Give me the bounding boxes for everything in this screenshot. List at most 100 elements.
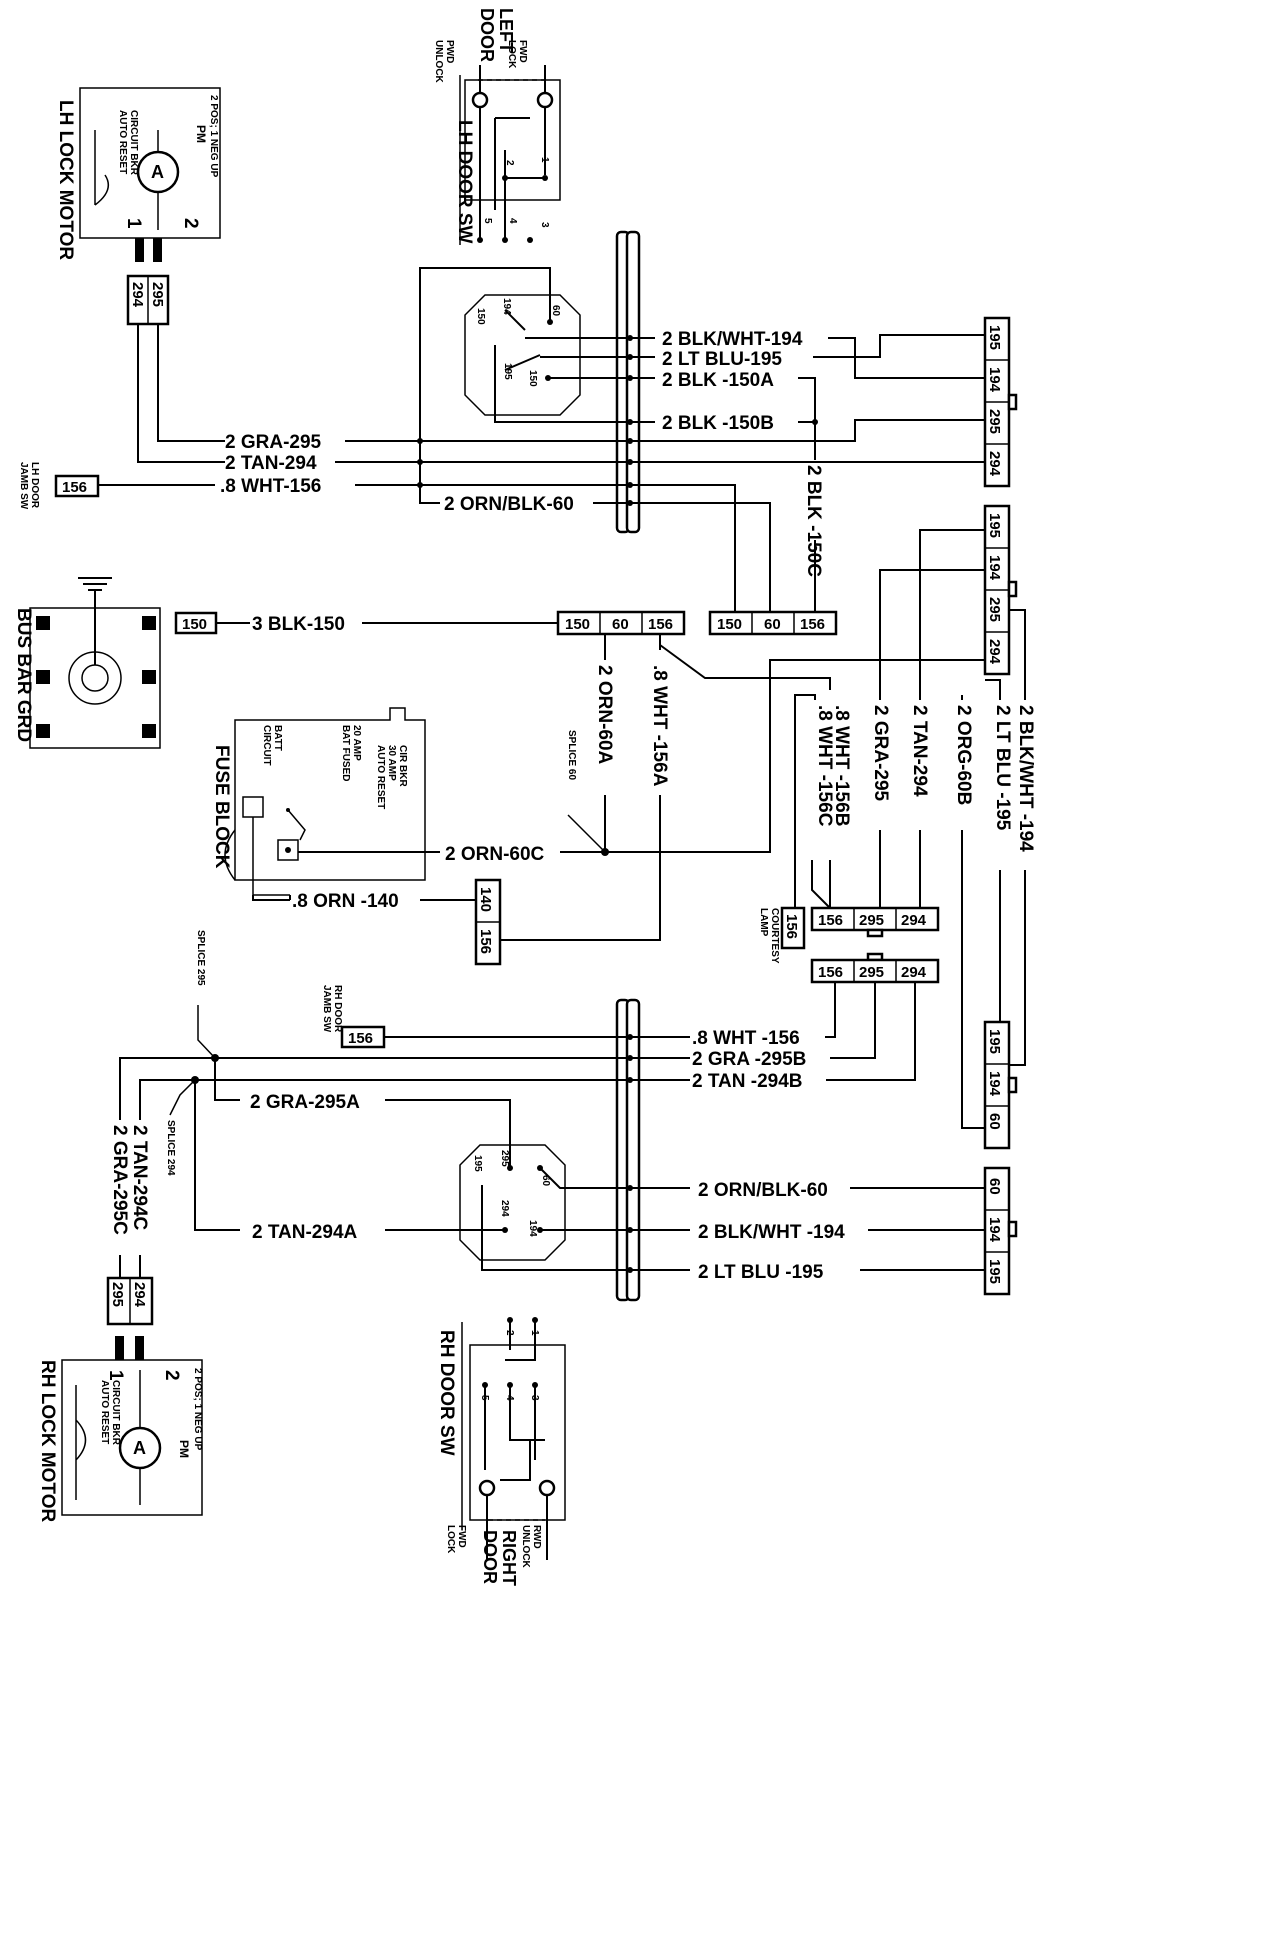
upper-wiring [98, 267, 985, 612]
rh-jamb-label-1: RH DOOR [332, 985, 343, 1033]
fuse-batt-1: BATT [272, 725, 283, 751]
lh-motor-note-4: AUTO RESET [117, 110, 128, 174]
fuse-batt-2: CIRCUIT [261, 725, 272, 766]
wire-label-tan-294-v: 2 TAN-294 [909, 705, 930, 797]
left-door-title-2: DOOR [477, 8, 497, 62]
rlc-194: 194 [986, 1071, 1003, 1097]
rh-motor-note-3: CIRCUIT BKR [110, 1380, 121, 1446]
lh-sw-terminal-4: 4 [507, 218, 518, 224]
rbc-195: 195 [986, 1259, 1003, 1284]
fuse-block-label: FUSE BLOCK [211, 745, 232, 869]
right-top-connector: 195 194 295 294 [983, 316, 1018, 488]
rh-motor-symbol: A [133, 1438, 146, 1458]
wire-label-gra-295c: 2 GRA-295C [109, 1125, 130, 1235]
wire-label-wht-156c: .8 WHT -156C [814, 705, 835, 827]
lh-door-switch: LEFT DOOR FWD LOCK PWD UNLOCK 1 2 3 4 5 … [433, 8, 561, 245]
rh-lock-motor-label: RH LOCK MOTOR [37, 1360, 58, 1522]
splice-60-label: SPLICE 60 [566, 730, 577, 780]
rh-motor-note-2: PM [177, 1440, 191, 1458]
ccb-156: 156 [818, 964, 843, 981]
right-door-unlock-1: RWD [531, 1525, 542, 1549]
center-wiring: 150 3 BLK-150 150 60 156 150 60 156 2 OR… [174, 600, 986, 941]
center-conn-60: 60 [612, 616, 629, 633]
right-conn-150: 150 [717, 616, 742, 633]
wire-label-wht-156a: .8 WHT -156A [649, 665, 670, 787]
lh-switch-pin-60: 60 [550, 305, 561, 317]
rh-motor-conn-295: 295 [109, 1282, 126, 1307]
lh-switch-pin-150b: 150 [527, 370, 538, 387]
wire-label-tan-294: 2 TAN-294 [225, 453, 317, 474]
rtc-195: 195 [986, 325, 1003, 350]
wire-label-gra-295b: 2 GRA -295B [692, 1049, 806, 1070]
rh-lock-motor: A 2 POS; 1 NEG UP PM CIRCUIT BKR AUTO RE… [37, 1359, 203, 1522]
wire-label-wht-156-rh: .8 WHT -156 [692, 1028, 800, 1049]
rh-motor-pin-2: 2 [161, 1370, 182, 1381]
rh-sw-terminal-4: 4 [504, 1395, 515, 1401]
cct-295: 295 [859, 912, 884, 929]
right-door-lock-1: FWD [456, 1525, 467, 1548]
wire-label-orn-60c: 2 ORN-60C [445, 844, 545, 865]
left-door-unlock-2: UNLOCK [433, 40, 444, 84]
lh-sw-terminal-5: 5 [482, 218, 493, 224]
wire-label-blk-150b: 2 BLK -150B [662, 413, 774, 434]
wire-label-tan-294c: 2 TAN-294C [129, 1125, 150, 1231]
rh-sw-terminal-1: 1 [529, 1330, 540, 1336]
splice-294-label: SPLICE 294 [165, 1120, 176, 1176]
wire-label-blk-wht-194: 2 BLK/WHT-194 [662, 329, 803, 350]
lh-switch-pin-150a: 150 [475, 308, 486, 325]
wire-label-wht-156: .8 WHT-156 [220, 476, 321, 497]
courtesy-label-1: COURTESY [769, 908, 780, 964]
wire-label-blk-wht-194-v: 2 BLK/WHT -194 [1015, 705, 1036, 852]
rh-window-switch: 195 295 60 294 194 [459, 1144, 690, 1271]
lh-motor-connector: 295 294 [126, 274, 170, 326]
rh-jamb-conn-156: 156 [348, 1030, 373, 1047]
right-door-unlock-2: UNLOCK [520, 1525, 531, 1569]
rh-sw-terminal-3: 3 [529, 1395, 540, 1401]
fuse-cb-2: 30 AMP [386, 745, 397, 781]
rh-motor-note-4: AUTO RESET [99, 1380, 110, 1444]
rtc-294: 294 [986, 451, 1003, 477]
right-mid-connector: 195 194 295 294 [983, 504, 1018, 676]
wire-label-orn-blk-60-rh: 2 ORN/BLK-60 [698, 1180, 828, 1201]
wire-label-blk-150: 3 BLK-150 [252, 614, 345, 635]
center-conn-156: 156 [648, 616, 673, 633]
rlc-195: 195 [986, 1029, 1003, 1054]
rh-switch-pin-194: 194 [527, 1220, 538, 1237]
cct-294: 294 [901, 912, 927, 929]
lh-motor-note-3: CIRCUIT BKR [128, 110, 139, 176]
ccb-294: 294 [901, 964, 927, 981]
courtesy-connectors: 156 295 294 156 295 294 [810, 906, 940, 984]
wire-label-orn-blk-60: 2 ORN/BLK-60 [444, 494, 574, 515]
fuse-conn-140: 140 [477, 887, 494, 912]
wire-label-orn-60a: 2 ORN-60A [594, 665, 615, 765]
lh-switch-pin-195: 195 [502, 363, 513, 380]
rh-door-sw-label: RH DOOR SW [436, 1330, 457, 1456]
lh-motor-conn-295: 295 [149, 282, 166, 307]
right-bot-connector: 60 194 195 [983, 1166, 1018, 1296]
rmc-195: 195 [986, 513, 1003, 538]
lh-motor-conn-294: 294 [129, 282, 146, 308]
fuse-connector: 140 156 [474, 878, 502, 966]
rbc-60: 60 [986, 1178, 1003, 1195]
rh-motor-note-1: 2 POS; 1 NEG UP [192, 1368, 203, 1451]
lh-jamb-switch: 156 LH DOOR JAMB SW [18, 462, 100, 510]
rh-switch-pin-195: 195 [472, 1155, 483, 1172]
lh-sw-terminal-1: 1 [539, 157, 550, 163]
rh-switch-pin-60: 60 [540, 1175, 551, 1187]
lh-jamb-label-2: JAMB SW [18, 462, 29, 510]
courtesy-conn-156: 156 [783, 914, 800, 939]
rmc-295: 295 [986, 597, 1003, 622]
lower-harness-bundle [615, 998, 641, 1302]
upper-harness-bundle [615, 230, 641, 534]
lh-lock-motor: A 2 POS; 1 NEG UP PM CIRCUIT BKR AUTO RE… [55, 87, 221, 262]
upper-wire-labels: 2 BLK/WHT-194 2 LT BLU-195 2 BLK -150A 2… [220, 329, 824, 577]
fuse-cb-3: AUTO RESET [375, 745, 386, 809]
courtesy-lamp: 156 COURTESY LAMP [758, 712, 806, 964]
rbc-194: 194 [986, 1217, 1003, 1243]
splice-295-label: SPLICE 295 [195, 930, 206, 986]
rh-motor-wiring: 2 GRA-295C 2 TAN-294C 294 295 [106, 1125, 154, 1360]
rh-sw-terminal-2: 2 [504, 1330, 515, 1336]
lh-sw-terminal-2: 2 [504, 160, 515, 166]
wire-label-orn-140: .8 ORN -140 [292, 891, 399, 912]
wire-label-blk-wht-194-rh: 2 BLK/WHT -194 [698, 1222, 845, 1243]
